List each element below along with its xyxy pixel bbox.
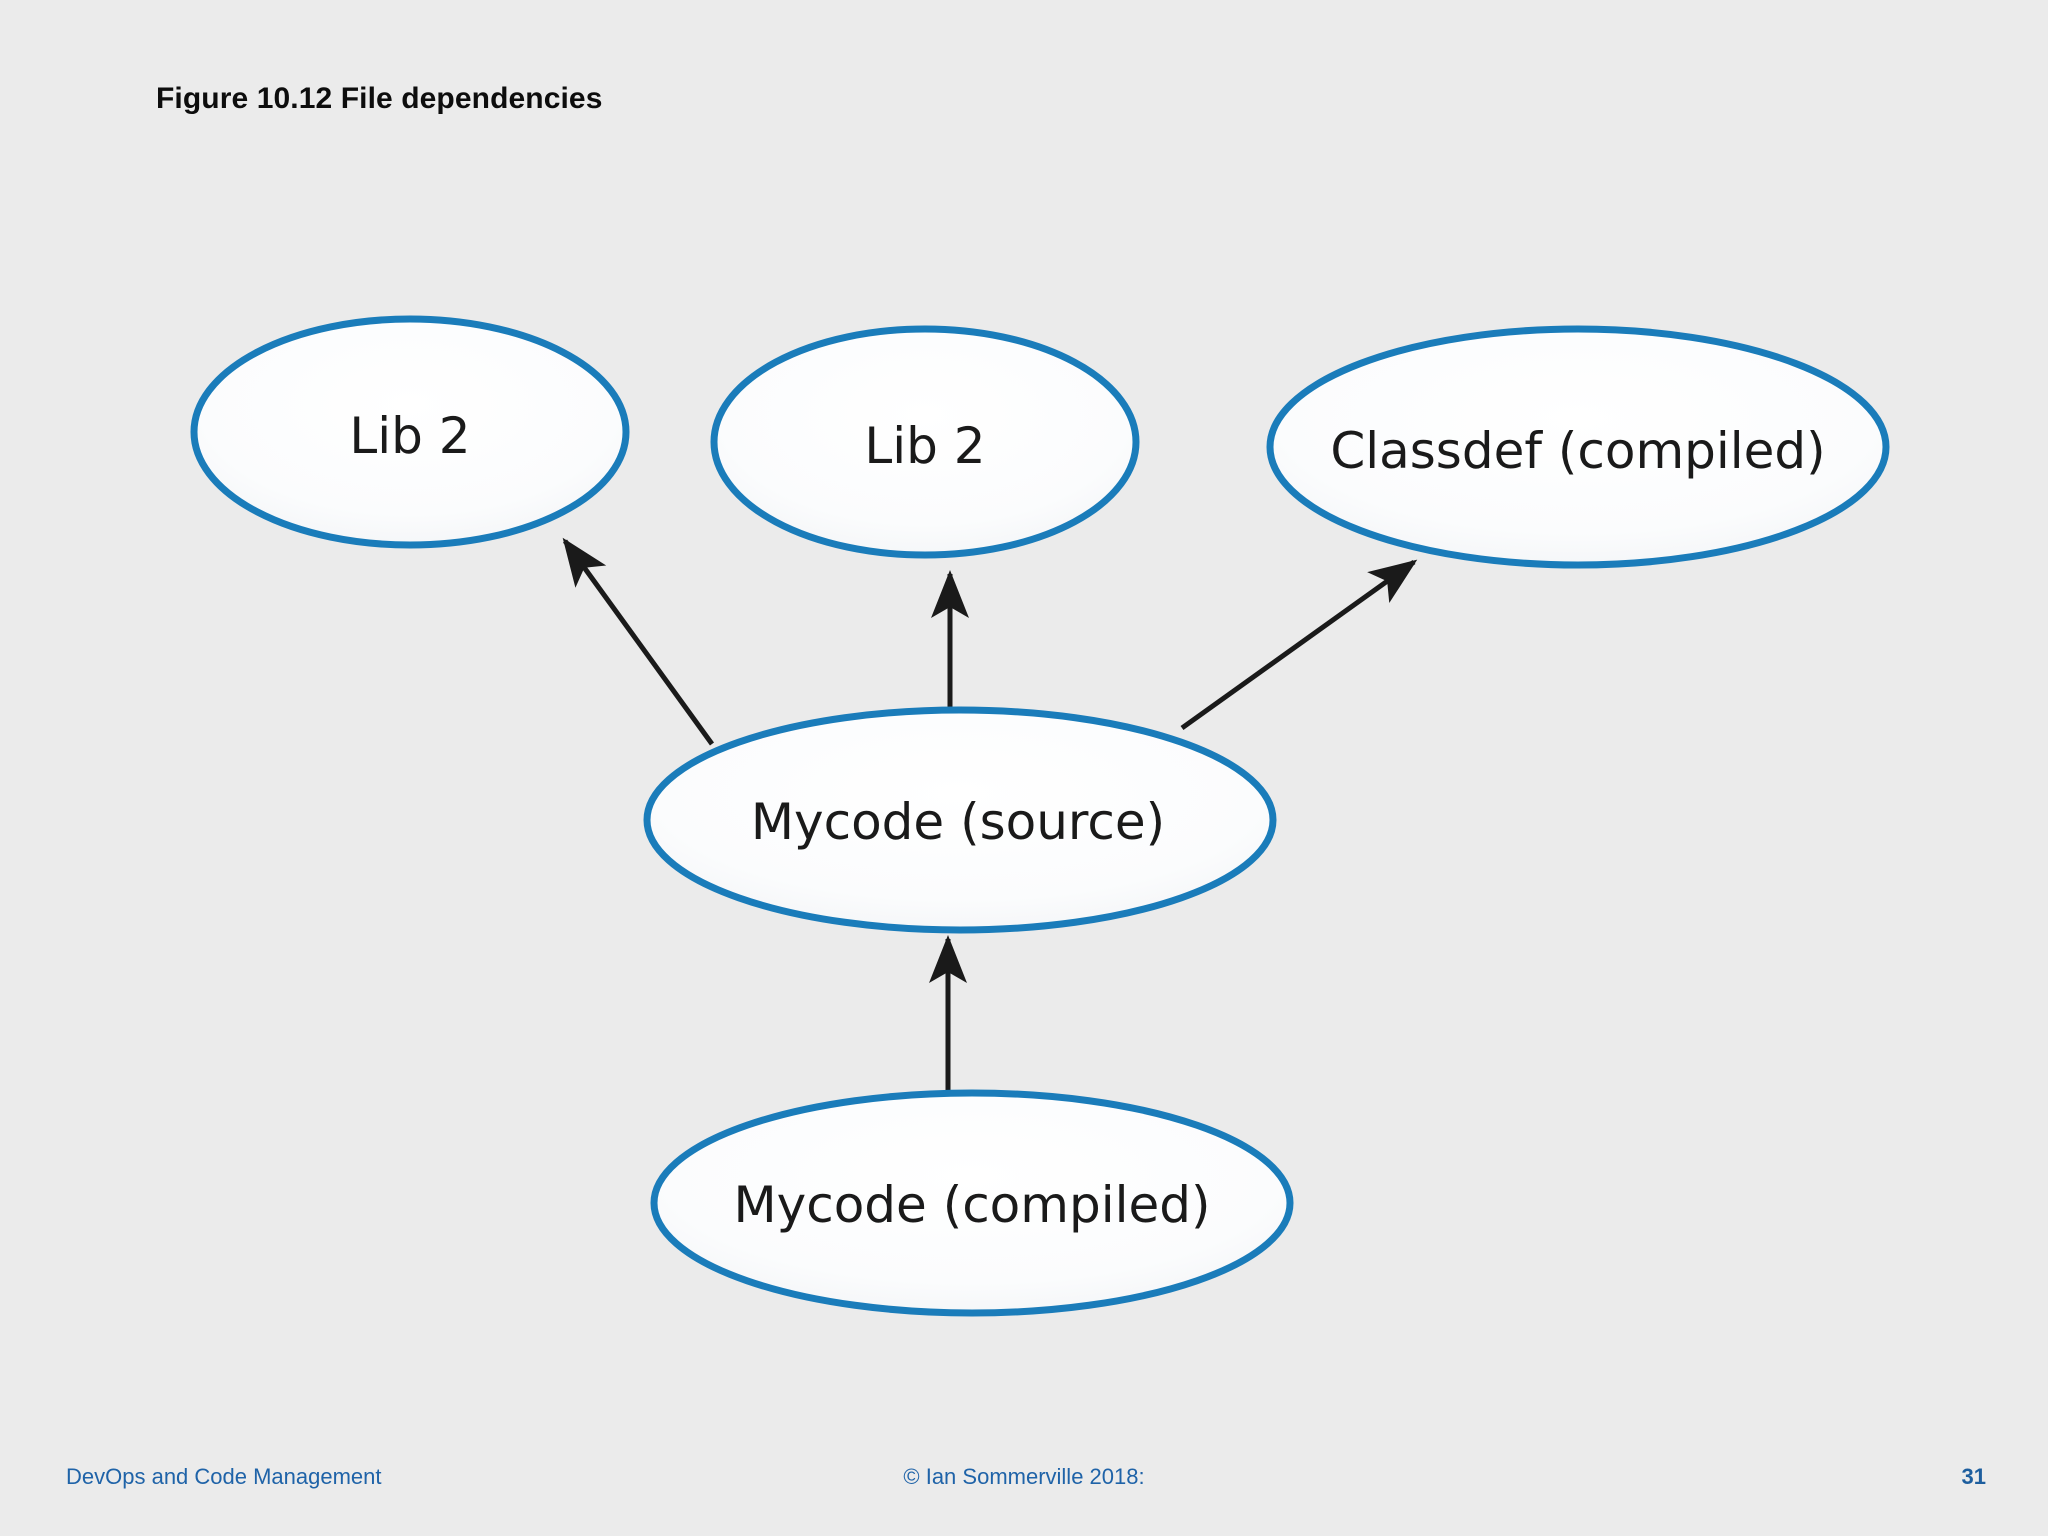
slide-footer: DevOps and Code Management © Ian Sommerv… bbox=[0, 1464, 2048, 1508]
page-title: Figure 10.12 File dependencies bbox=[156, 82, 603, 115]
footer-course-label: DevOps and Code Management bbox=[66, 1464, 382, 1489]
node-lib2-left[interactable] bbox=[190, 315, 630, 549]
footer-page-number: 31 bbox=[1961, 1464, 1986, 1489]
node-mycode-source[interactable] bbox=[643, 706, 1277, 934]
diagram-nodes bbox=[190, 315, 1890, 1317]
node-classdef-compiled[interactable] bbox=[1266, 325, 1890, 569]
footer-copyright: © Ian Sommerville 2018: bbox=[903, 1464, 1145, 1489]
node-lib2-mid[interactable] bbox=[710, 325, 1140, 559]
edge-source-to-classdef bbox=[1180, 559, 1418, 731]
node-mycode-compiled[interactable] bbox=[650, 1089, 1294, 1317]
edge-source-to-lib2-left bbox=[562, 537, 715, 746]
diagram-edges bbox=[562, 537, 1418, 1096]
